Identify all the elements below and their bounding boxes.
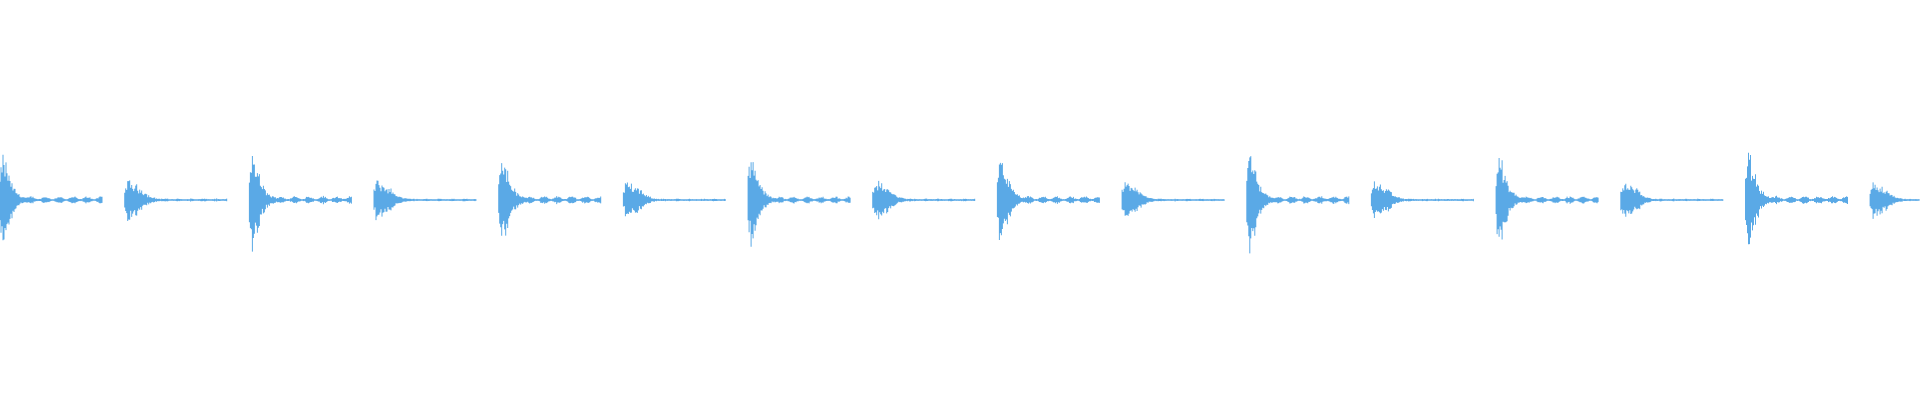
waveform-peaks	[0, 152, 1920, 254]
waveform-path	[0, 152, 1920, 254]
